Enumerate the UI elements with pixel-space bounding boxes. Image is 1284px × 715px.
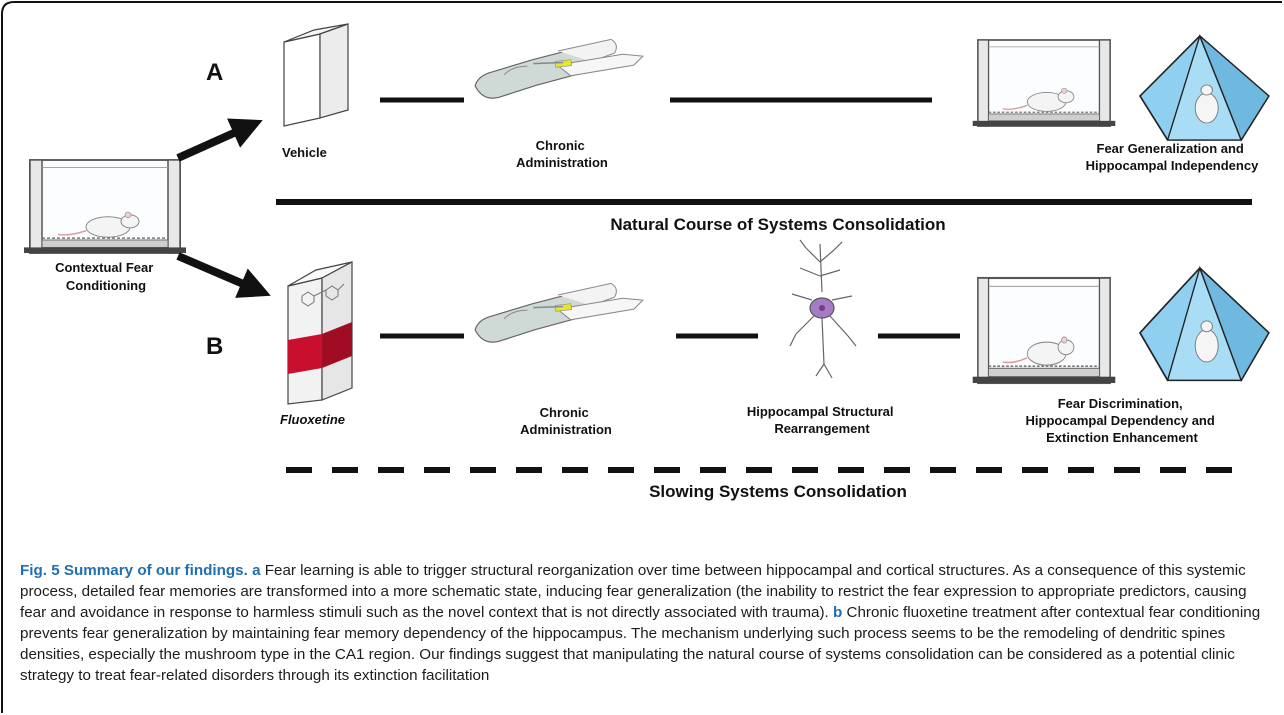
start-label: Contextual Fear Conditioning: [55, 260, 157, 293]
structural-label: Hippocampal Structural Rearrangement: [747, 404, 897, 436]
figure-caption: Fig. 5 Summary of our findings. a Fear l…: [20, 560, 1272, 686]
outcome-label-a: Fear Generalization and Hippocampal Inde…: [1086, 141, 1259, 173]
panel-b-letter: B: [206, 333, 223, 360]
gloved-hand-syringe-icon: [471, 35, 647, 101]
start-chamber-icon: [23, 159, 187, 254]
white-box-icon: [283, 23, 349, 127]
arrow-to-a: [176, 118, 263, 162]
admin-label-a: Chronic Administration: [516, 138, 608, 170]
caption-head: Fig. 5 Summary of our findings.: [20, 562, 248, 579]
arrow-to-b: [176, 252, 271, 298]
drug-box-icon: [287, 261, 353, 405]
pyramidal-neuron-icon: [789, 239, 857, 379]
outcome-label-b: Fear Discrimination, Hippocampal Depende…: [1026, 396, 1219, 445]
natural-course-label: Natural Course of Systems Consolidation: [610, 215, 945, 234]
gloved-hand-syringe-icon-b: [471, 279, 647, 345]
vehicle-label: Vehicle: [282, 145, 327, 160]
caption-b-text: Chronic fluoxetine treatment after conte…: [20, 604, 1261, 684]
fluoxetine-label: Fluoxetine: [280, 412, 345, 427]
caption-b-letter: b: [832, 604, 843, 621]
caption-a-letter: a: [252, 562, 261, 579]
caption-a-text: Fear learning is able to trigger structu…: [20, 562, 1247, 621]
conditioning-chamber-icon-a: [971, 39, 1117, 127]
panel-a-letter: A: [206, 59, 223, 86]
conditioning-chamber-icon-b: [971, 276, 1117, 385]
pyramid-context-icon-b: [1139, 267, 1270, 382]
admin-label-b: Chronic Administration: [520, 405, 612, 437]
slowing-course-label: Slowing Systems Consolidation: [649, 482, 907, 501]
summary-diagram: Contextual Fear Conditioning A Vehicle C…: [23, 23, 1270, 501]
pyramid-context-icon-a: [1139, 35, 1270, 141]
